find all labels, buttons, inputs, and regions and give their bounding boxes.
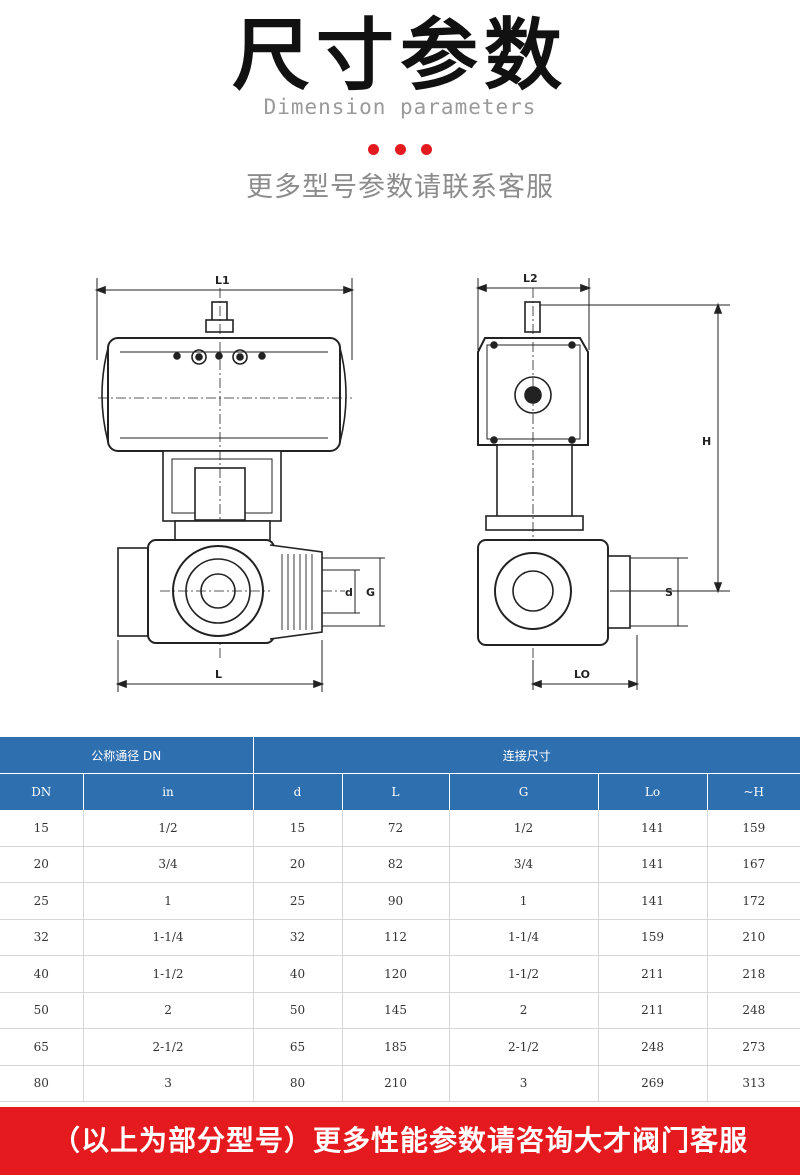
dim-label-l: L [215, 668, 222, 681]
table-cell: 65 [253, 1028, 343, 1066]
table-cell: 273 [707, 1028, 800, 1066]
table-cell: 112 [342, 919, 450, 956]
table-cell: 248 [707, 992, 800, 1029]
table-cell: 210 [342, 1065, 450, 1102]
table-cell: 3 [83, 1065, 254, 1102]
table-group-header: 公称通径 DN 连接尺寸 [0, 737, 800, 774]
table-cell: 167 [707, 846, 800, 883]
table-cell: 141 [598, 846, 708, 883]
table-cell: 50 [253, 992, 343, 1029]
table-cell: 172 [707, 882, 800, 920]
table-cell: 159 [598, 919, 708, 956]
table-cell: 2-1/2 [449, 1028, 599, 1066]
table-cell: 313 [707, 1065, 800, 1102]
table-cell: 3/4 [449, 846, 599, 883]
table-cell: 1-1/2 [449, 955, 599, 993]
table-cell: 248 [598, 1028, 708, 1066]
table-cell: 82 [342, 846, 450, 883]
table-cell: 40 [0, 955, 84, 993]
dot-1 [368, 144, 380, 155]
table-cell: 210 [707, 919, 800, 956]
table-cell: 211 [598, 955, 708, 993]
table-cell: 72 [342, 810, 450, 847]
table-cell: 2 [83, 992, 254, 1029]
table-cell: 1/2 [449, 810, 599, 847]
table-cell: 141 [598, 882, 708, 920]
dot-3 [420, 144, 432, 155]
table-cell: 159 [707, 810, 800, 847]
col-d: d [253, 773, 343, 810]
table-cell: 3/4 [83, 846, 254, 883]
table-cell: 20 [0, 846, 84, 883]
page-subtitle: Dimension parameters [263, 95, 537, 119]
table-cell: 80 [0, 1065, 84, 1102]
decorative-dots [0, 140, 800, 159]
table-cell: 32 [253, 919, 343, 956]
table-cell: 120 [342, 955, 450, 993]
group-connection-size: 连接尺寸 [253, 737, 800, 774]
dim-label-s: S [665, 586, 673, 599]
col-in: in [83, 773, 254, 810]
table-cell: 1-1/2 [83, 955, 254, 993]
col-dn: DN [0, 773, 84, 810]
dim-label-g: G [366, 586, 375, 599]
table-cell: 40 [253, 955, 343, 993]
table-cell: 211 [598, 992, 708, 1029]
table-cell: 1 [449, 882, 599, 920]
table-cell: 32 [0, 919, 84, 956]
table-cell: 218 [707, 955, 800, 993]
footer-banner: （以上为部分型号）更多性能参数请咨询大才阀门客服 [0, 1107, 800, 1175]
contact-note: 更多型号参数请联系客服 [246, 172, 554, 203]
dim-label-h: H [702, 435, 711, 448]
table-cell: 3 [449, 1065, 599, 1102]
col-lo: Lo [598, 773, 708, 810]
col-g: G [449, 773, 599, 810]
table-cell: 20 [253, 846, 343, 883]
dim-label-l1: L1 [215, 274, 230, 287]
dim-label-d: d [345, 586, 353, 599]
dim-label-lo: LO [574, 668, 590, 681]
table-cell: 2-1/2 [83, 1028, 254, 1066]
col-l: L [342, 773, 450, 810]
table-cell: 1-1/4 [83, 919, 254, 956]
table-cell: 25 [0, 882, 84, 920]
table-column-header: DN in d L G Lo ~H [0, 773, 800, 810]
table-cell: 25 [253, 882, 343, 920]
table-cell: 15 [253, 810, 343, 847]
table-cell: 2 [449, 992, 599, 1029]
dot-2 [394, 144, 406, 155]
table-cell: 90 [342, 882, 450, 920]
table-cell: 185 [342, 1028, 450, 1066]
col-h: ~H [707, 773, 800, 810]
valve-technical-drawing: L1 L d G L2 H S LO [94, 272, 730, 692]
table-cell: 65 [0, 1028, 84, 1066]
table-cell: 269 [598, 1065, 708, 1102]
table-cell: 15 [0, 810, 84, 847]
dim-label-l2: L2 [523, 272, 538, 285]
table-cell: 1/2 [83, 810, 254, 847]
table-cell: 145 [342, 992, 450, 1029]
table-cell: 1 [83, 882, 254, 920]
table-cell: 1-1/4 [449, 919, 599, 956]
table-cell: 141 [598, 810, 708, 847]
page-title: 尺寸参数 [231, 11, 568, 101]
table-cell: 50 [0, 992, 84, 1029]
group-nominal-diameter: 公称通径 DN [0, 737, 254, 774]
table-cell: 80 [253, 1065, 343, 1102]
